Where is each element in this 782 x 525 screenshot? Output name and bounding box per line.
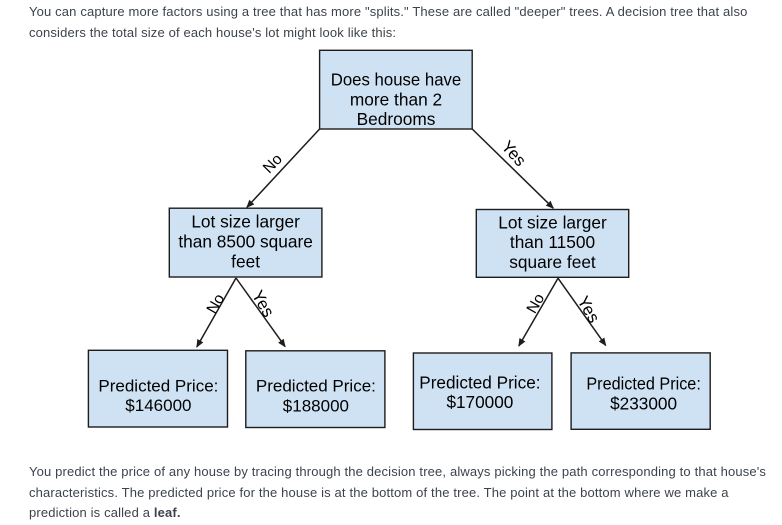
svg-text:Yes: Yes [573, 293, 603, 326]
svg-text:Predicted Price:: Predicted Price: [98, 377, 218, 396]
svg-text:No: No [260, 151, 286, 177]
svg-text:Bedrooms: Bedrooms [357, 109, 436, 129]
svg-text:$233000: $233000 [610, 393, 677, 413]
svg-text:$170000: $170000 [446, 392, 513, 412]
svg-text:Predicted Price:: Predicted Price: [256, 377, 376, 396]
svg-text:than 11500: than 11500 [510, 232, 595, 252]
svg-text:square feet: square feet [509, 252, 596, 272]
svg-text:than 8500 square: than 8500 square [178, 231, 313, 251]
svg-text:feet: feet [231, 251, 260, 271]
svg-text:No: No [204, 291, 229, 317]
svg-text:Predicted Price:: Predicted Price: [586, 373, 701, 393]
svg-text:Yes: Yes [248, 287, 278, 320]
svg-text:Does house have: Does house have [331, 70, 462, 90]
svg-text:Lot size larger: Lot size larger [191, 212, 300, 232]
svg-text:Predicted Price:: Predicted Price: [419, 373, 540, 393]
svg-text:$188000: $188000 [283, 396, 349, 415]
svg-text:Yes: Yes [497, 137, 529, 170]
svg-text:No: No [524, 291, 549, 317]
svg-text:more than 2: more than 2 [350, 90, 442, 110]
svg-text:$146000: $146000 [125, 396, 191, 415]
svg-text:Lot size larger: Lot size larger [498, 212, 607, 232]
